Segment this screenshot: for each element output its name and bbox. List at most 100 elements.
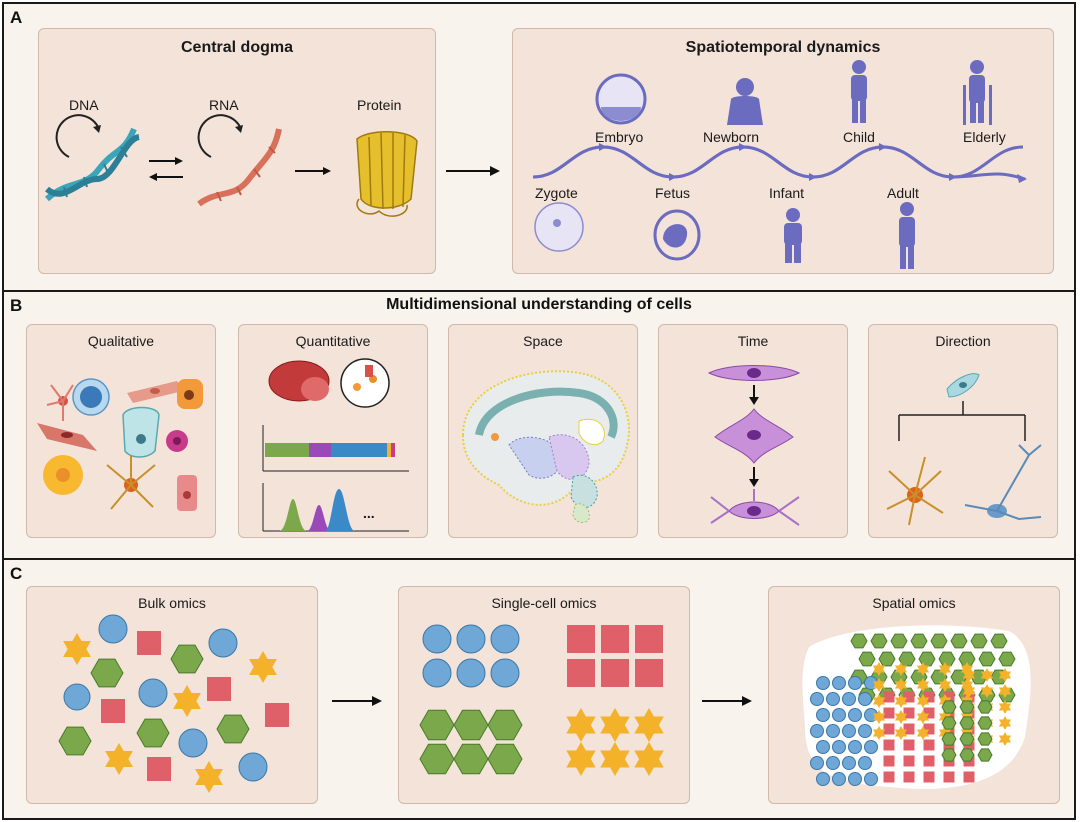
panel-b-title: Multidimensional understanding of cells [386,296,692,313]
square-cell-icon [883,771,895,783]
stage-embryo: Embryo [595,129,644,145]
hexagon-cell-icon [959,716,975,730]
hexagon-cell-icon [910,633,928,649]
bulk-omics-mixture [58,614,289,793]
progenitor-cell-icon [707,365,801,381]
star-cell-icon [894,710,908,724]
square-cell-icon [883,723,895,735]
magnifier-icon [340,358,390,408]
hexagon-cell-icon [941,732,957,746]
star-cell-icon [894,726,908,740]
distribution-plot-icon [262,483,409,532]
hexagon-cell-icon [487,709,523,741]
direction-box: Direction [868,324,1058,538]
circle-cell-icon [858,756,872,770]
spatial-omics-title: Spatial omics [872,595,956,611]
square-cell-icon [923,755,935,767]
central-dogma-title: Central dogma [180,39,293,56]
star-cell-icon [916,694,930,708]
hexagon-cell-icon [216,714,250,744]
stem-cell-icon [946,373,980,398]
epithelial-cell-icon [122,406,160,458]
circle-cell-icon [842,692,856,706]
hexagon-cell-icon [959,748,975,762]
circle-cell-icon [848,740,862,754]
star-cell-icon [894,678,908,692]
square-cell-icon [903,755,915,767]
circle-cell-icon [138,678,168,708]
panel-b: B Multidimensional understanding of cell… [2,290,1076,560]
hexagon-cell-icon [453,743,489,775]
composition-bar-icon [262,425,409,472]
circle-cell-icon [826,756,840,770]
square-cell-icon [923,771,935,783]
bulk-to-singlecell-arrow [332,696,382,706]
spatiotemporal-illustration [532,60,1027,269]
circle-cell-icon [816,740,830,754]
square-cell-icon [883,755,895,767]
direction-title: Direction [935,333,991,349]
hexagon-cell-icon [970,633,988,649]
dna-label: DNA [69,97,99,113]
star-cell-icon [998,684,1012,698]
hexagon-cell-icon [918,651,936,667]
hexagon-cell-icon [977,700,993,714]
hexagon-cell-icon [898,651,916,667]
star-cell-icon [249,651,277,683]
star-cell-icon [195,761,223,793]
panel-b-label: B [10,296,23,315]
star-cell-icon [980,668,994,682]
hexagon-cell-icon [950,633,968,649]
square-cell-icon [883,739,895,751]
ellipsis-label: ... [363,505,375,521]
hexagon-cell-icon [930,633,948,649]
oligodendrocyte-icon [886,456,944,526]
star-cell-icon [63,633,91,665]
quantitative-box: Quantitative ... [238,324,428,538]
circle-cell-icon [832,708,846,722]
child-icon [851,60,867,123]
star-cell-icon [998,732,1012,746]
star-cell-icon [938,678,952,692]
panel-c-label: C [10,564,23,583]
central-dogma-illustration [44,114,418,217]
stage-child: Child [843,129,875,145]
hexagon-cell-icon [453,709,489,741]
cell-maturation-illustration [707,365,801,526]
circle-cell-icon [422,658,452,688]
spatiotemporal-box: Spatiotemporal dynamics [512,28,1054,274]
spatiotemporal-title: Spatiotemporal dynamics [685,39,881,56]
circle-cell-icon [826,724,840,738]
star-cell-icon [872,678,886,692]
red-cell-icon [177,475,197,511]
time-title: Time [737,333,769,349]
circle-cell-icon [178,728,208,758]
square-cell-icon [147,757,171,781]
circle-cell-icon [208,628,238,658]
hexagon-cell-icon [58,726,92,756]
tissue-icon [268,360,330,402]
star-cell-icon [634,742,664,776]
single-cell-omics-box: Single-cell omics [398,586,690,804]
stage-newborn: Newborn [703,129,760,145]
circle-cell-icon [63,683,91,711]
circle-cell-icon [858,692,872,706]
hexagon-cell-icon [977,716,993,730]
square-cell-icon [903,723,915,735]
space-box: Space [448,324,638,538]
square-cell-icon [903,739,915,751]
lineage-tree-illustration [886,373,1042,526]
brain-section-icon [461,370,630,523]
hexagon-cell-icon [170,644,204,674]
hexagon-cell-icon [941,748,957,762]
square-cell-icon [635,659,663,687]
lineage-branch [898,401,1026,441]
square-cell-icon [601,625,629,653]
reversible-arrows-icon [149,157,183,181]
circle-cell-icon [816,676,830,690]
circle-cell-icon [842,756,856,770]
circle-cell-icon [832,772,846,786]
circle-cell-icon [848,676,862,690]
star-cell-icon [566,708,596,742]
star-cell-icon [938,662,952,676]
